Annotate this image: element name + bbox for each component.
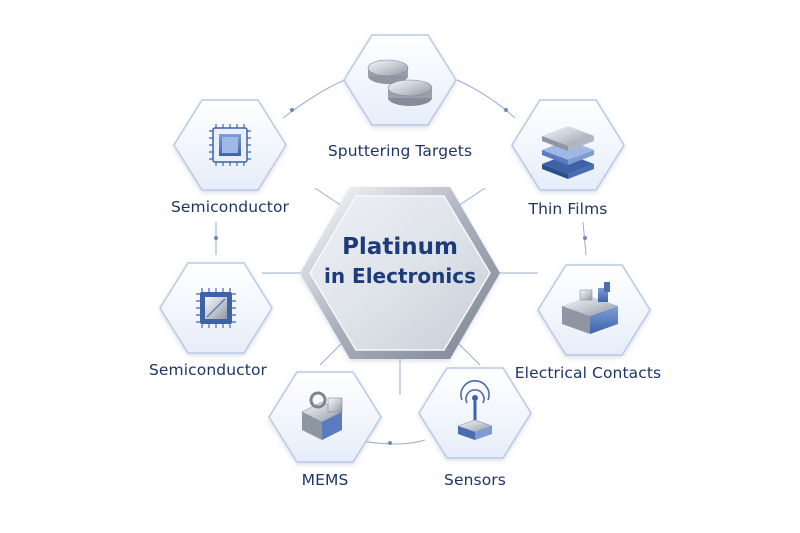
label-semiconductor-upper: Semiconductor bbox=[170, 198, 290, 216]
label-electrical-contacts: Electrical Contacts bbox=[514, 364, 662, 382]
center-title-line1: Platinum bbox=[342, 234, 458, 260]
center-title-line2: in Electronics bbox=[323, 264, 476, 288]
connector-top-left bbox=[282, 79, 346, 119]
node-semiconductor-upper bbox=[173, 99, 287, 191]
label-sputtering-targets: Sputtering Targets bbox=[327, 142, 473, 160]
node-semiconductor-lower bbox=[159, 262, 273, 354]
connector-top-right bbox=[456, 79, 516, 119]
center-title: Platinum in Electronics bbox=[290, 232, 510, 290]
center-hexagon bbox=[300, 187, 500, 359]
connector-center-ll bbox=[319, 339, 346, 366]
label-mems: MEMS bbox=[301, 471, 349, 489]
node-sputtering-targets bbox=[343, 34, 457, 126]
node-electrical-contacts bbox=[537, 264, 651, 356]
connectors bbox=[215, 79, 587, 445]
microchip-icon bbox=[209, 124, 251, 166]
label-sensors: Sensors bbox=[444, 471, 506, 489]
node-mems bbox=[268, 371, 382, 463]
label-semiconductor-lower: Semiconductor bbox=[148, 361, 268, 379]
sputtering-discs-icon bbox=[367, 59, 433, 106]
connector-center-lr bbox=[454, 339, 481, 366]
label-thin-films: Thin Films bbox=[528, 200, 608, 218]
sensor-probe-icon bbox=[457, 380, 493, 440]
node-sensors bbox=[418, 367, 532, 459]
node-thin-films bbox=[511, 99, 625, 191]
mems-device-icon bbox=[301, 391, 343, 440]
connector-dots bbox=[214, 108, 587, 445]
chip-die-icon bbox=[196, 288, 236, 328]
layered-film-stack-icon bbox=[542, 126, 594, 179]
electrical-contact-block-icon bbox=[562, 282, 618, 334]
